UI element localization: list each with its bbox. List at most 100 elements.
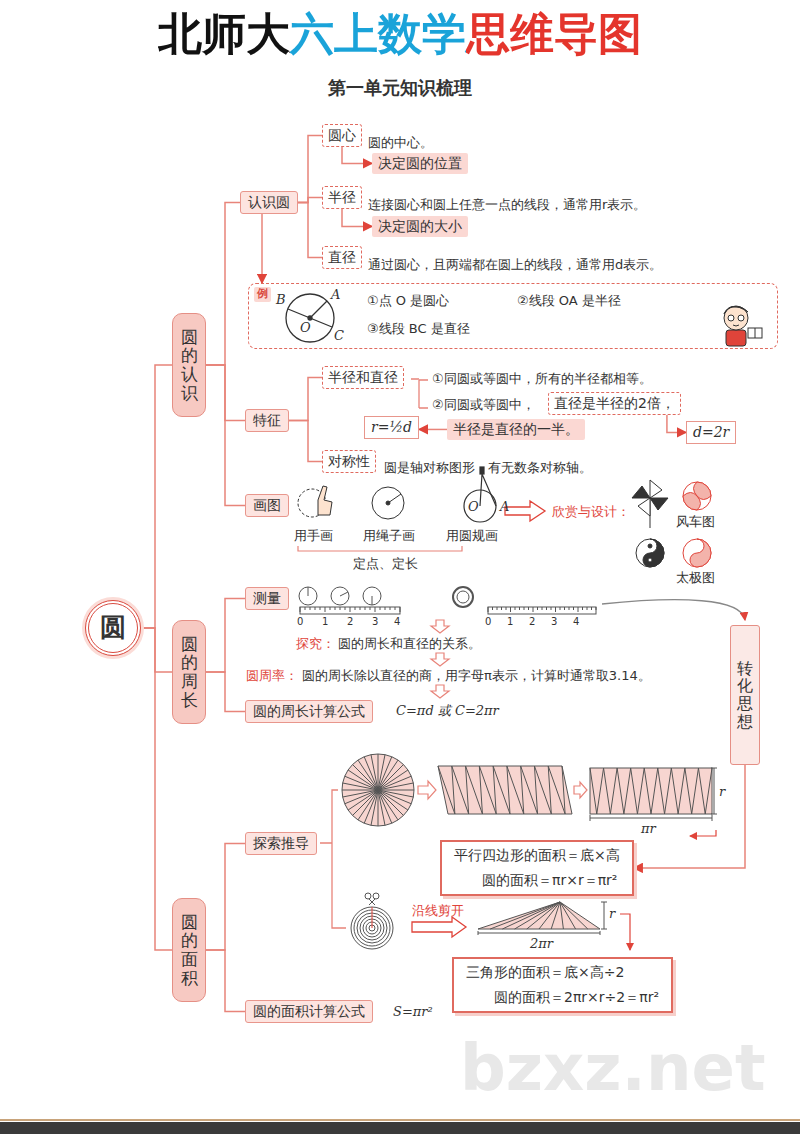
rope-drawing <box>372 487 404 519</box>
annotation: 定点、定长 <box>353 556 418 572</box>
term-box: 对称性 <box>322 450 376 473</box>
ruler <box>519 607 520 610</box>
hollow-arrow <box>574 782 587 798</box>
compass-drawing <box>480 474 496 506</box>
dimension-line <box>711 768 717 814</box>
triangle-figure <box>478 902 600 929</box>
node-text: 半径和直径 <box>328 368 398 387</box>
hollow-arrow <box>505 501 545 521</box>
compass-drawing <box>464 467 496 522</box>
node-text: 测量 <box>253 589 281 608</box>
windmill-icon <box>650 480 662 498</box>
ruler <box>596 607 597 610</box>
coil-figure <box>351 893 393 949</box>
down-arrow <box>431 653 449 666</box>
ruler <box>453 587 596 614</box>
term-box: 直径 <box>322 246 362 269</box>
ruler <box>395 607 396 610</box>
ruler <box>582 607 583 610</box>
annotation: 1 <box>322 616 328 628</box>
annotation: 用绳子画 <box>363 528 415 544</box>
ruler <box>360 607 361 610</box>
annotation: 0 <box>485 616 491 628</box>
formula-box: r=½d <box>364 416 419 439</box>
windmill-icon <box>632 480 668 528</box>
node-text: 直径是半径的2倍， <box>554 394 675 413</box>
ruler <box>305 607 306 610</box>
ruler <box>587 607 588 610</box>
annotation: B <box>276 292 286 308</box>
triangle-figure <box>490 902 560 929</box>
annotation: C <box>334 328 344 344</box>
triangle-figure <box>539 902 560 929</box>
annotation: 4 <box>394 616 400 628</box>
teacher-figure <box>726 330 746 346</box>
topic-box: 认识圆 <box>240 191 298 214</box>
ruler <box>453 587 473 607</box>
connector <box>261 214 263 283</box>
annotation: r <box>609 906 615 922</box>
parallelogram-figure <box>438 766 572 814</box>
connector <box>342 209 372 227</box>
ruler <box>400 607 401 612</box>
hollow-arrow <box>412 917 466 937</box>
annotation: 用手画 <box>294 528 333 544</box>
ruler <box>578 607 579 612</box>
ruler <box>515 607 516 610</box>
hand-drawing <box>298 486 332 517</box>
sliced-circle <box>342 754 414 826</box>
node-text: 圆的面积＝2πr×r÷2＝πr² <box>494 988 659 1007</box>
branch-box: 圆的认识 <box>172 313 206 417</box>
pinwheel-pattern <box>683 482 711 510</box>
coil-figure <box>369 899 375 905</box>
down-arrow <box>431 685 449 698</box>
connector <box>289 420 322 461</box>
node-text: 决定圆的大小 <box>378 217 462 236</box>
formula-box: 三角形的面积＝底×高÷2 圆的面积＝2πr×r÷2＝πr² <box>452 957 673 1013</box>
rope-drawing <box>372 487 404 519</box>
ruler <box>542 607 543 610</box>
annotation: S=πr² <box>393 1004 433 1020</box>
arrow-line <box>620 914 630 950</box>
sliced-circle <box>378 776 411 790</box>
annotation: r <box>719 784 725 800</box>
ruler <box>497 607 498 610</box>
example-circle <box>286 294 334 342</box>
topic-box: 圆的周长计算公式 <box>245 700 373 723</box>
annotation: 1 <box>507 616 513 628</box>
windmill-icon <box>650 498 668 510</box>
ruler <box>501 607 502 610</box>
triangle-figure <box>551 902 560 929</box>
annotation: 太极图 <box>676 570 715 586</box>
ruler <box>488 607 489 612</box>
node-text: 圆的周长计算公式 <box>253 702 365 721</box>
title-row: 北师大六上数学思维导图 <box>0 8 800 61</box>
taiji-icon <box>648 558 652 562</box>
sliced-circle <box>345 790 378 804</box>
bracket <box>320 790 346 928</box>
node-text: 三角形的面积＝底×高÷2 <box>466 963 659 982</box>
ruler <box>299 587 400 614</box>
coil-figure <box>372 907 373 928</box>
hollow-arrow <box>412 917 466 937</box>
node-text: 画图 <box>253 496 281 515</box>
connector <box>206 365 245 505</box>
rectangle-figure <box>590 768 712 814</box>
idea-box: 转化思想 <box>730 625 760 765</box>
annotation: πr <box>641 821 656 837</box>
coil-figure <box>365 893 371 899</box>
node-text: 特征 <box>253 411 281 430</box>
arrow-line <box>620 830 716 950</box>
windmill-icon <box>632 486 650 498</box>
annotation: A <box>331 287 340 303</box>
curved-arrow <box>602 600 745 620</box>
ruler <box>330 607 331 610</box>
hollow-arrow <box>418 781 436 799</box>
taiji-icon <box>643 539 664 567</box>
taiji-icon <box>636 539 664 567</box>
annotation: O <box>300 320 311 336</box>
connector <box>206 672 245 711</box>
ruler <box>488 607 596 614</box>
coil-figure <box>373 893 379 899</box>
